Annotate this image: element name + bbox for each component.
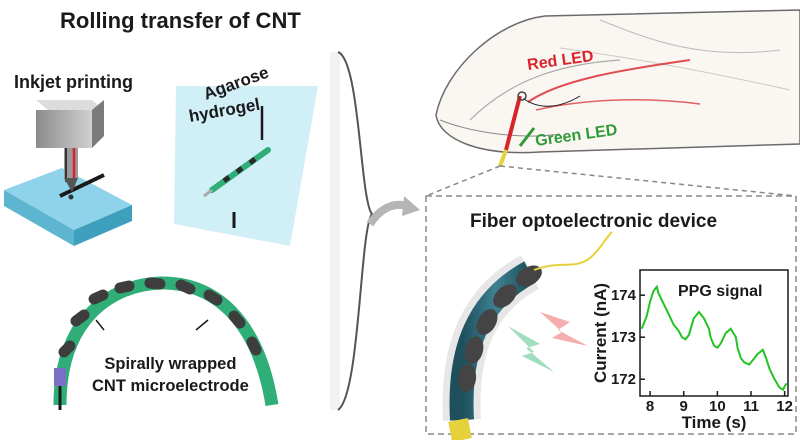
x-tick-label: 8 bbox=[646, 398, 654, 415]
curved-arrow-icon bbox=[366, 196, 420, 227]
series-line-ppg bbox=[640, 284, 788, 392]
plot-frame bbox=[639, 269, 789, 397]
fiber-device bbox=[442, 231, 613, 440]
inkjet-printing-label: Inkjet printing bbox=[14, 72, 133, 92]
y-tick-label: 172 bbox=[611, 371, 636, 388]
y-axis-title: Current (nA) bbox=[591, 283, 610, 383]
left-panel-frame bbox=[330, 51, 374, 411]
agarose-hydrogel-sheet bbox=[174, 86, 318, 246]
spiral-label-line2: CNT microelectrode bbox=[92, 377, 249, 395]
printer-head bbox=[36, 100, 104, 200]
x-tick-label: 11 bbox=[743, 398, 759, 415]
callout-lines bbox=[425, 165, 797, 197]
device-box bbox=[425, 195, 797, 435]
cnt-coils bbox=[457, 265, 542, 392]
x-tick-label: 9 bbox=[680, 398, 688, 415]
device-title: Fiber optoelectronic device bbox=[470, 211, 718, 232]
y-tick-label: 173 bbox=[611, 329, 636, 346]
spiral-electrode-label: Spirally wrapped CNT microelectrode bbox=[92, 353, 249, 397]
y-tick-label: 174 bbox=[611, 287, 637, 304]
x-tick-label: 12 bbox=[776, 398, 793, 415]
ppg-chart: 172 173 174 8 9 10 11 12 Current (nA) Time (s) bbox=[591, 269, 793, 432]
spiral-label-line1: Spirally wrapped bbox=[104, 355, 237, 373]
left-panel-title: Rolling transfer of CNT bbox=[60, 8, 301, 33]
cnt-wraps bbox=[58, 277, 262, 358]
green-light-icon bbox=[508, 326, 554, 372]
red-light-icon bbox=[540, 312, 588, 346]
printed-cnt-line bbox=[59, 173, 105, 198]
chart-title: PPG signal bbox=[678, 283, 763, 300]
x-tick-label: 10 bbox=[709, 398, 726, 415]
spiral-fiber bbox=[53, 276, 279, 410]
finger-illustration bbox=[435, 9, 800, 167]
x-axis-title: Time (s) bbox=[682, 413, 747, 432]
inkjet-substrate bbox=[4, 168, 132, 246]
